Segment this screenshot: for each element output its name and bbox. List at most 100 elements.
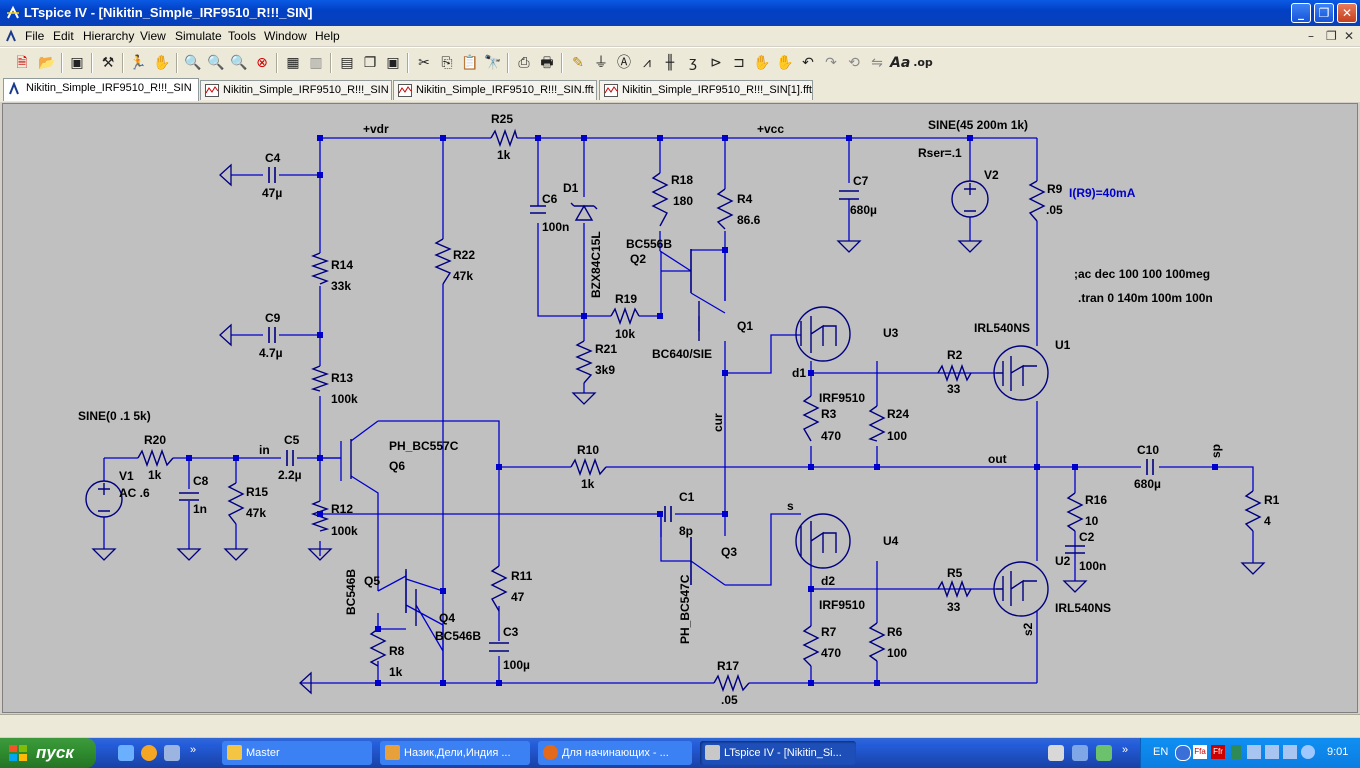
c2-value: 100n: [1079, 559, 1107, 573]
menu-simulate[interactable]: Simulate: [175, 29, 222, 43]
tab-label: Nikitin_Simple_IRF9510_R!!!_SIN[1].fft: [622, 84, 812, 96]
tab-label: Nikitin_Simple_IRF9510_R!!!_SIN.fft: [416, 84, 594, 96]
tray-app-icon[interactable]: [1048, 745, 1064, 761]
task-master[interactable]: Master: [222, 741, 372, 765]
pan-icon[interactable]: 🔍: [207, 55, 225, 71]
resistor-symbols: [137, 128, 1262, 693]
draw-wire-icon[interactable]: ✎: [572, 55, 584, 71]
tray-security-icon[interactable]: [1096, 745, 1112, 761]
ac-directive: ;ac dec 100 100 100meg: [1074, 267, 1211, 281]
menu-file[interactable]: File: [25, 29, 45, 43]
diode-icon[interactable]: ⊳: [710, 55, 722, 71]
tile-horizontal-icon[interactable]: ▤: [340, 55, 354, 71]
tab-waveform-1[interactable]: Nikitin_Simple_IRF9510_R!!!_SIN: [200, 80, 392, 100]
capacitor-icon[interactable]: ╫: [665, 55, 675, 71]
r15-value: 47k: [246, 506, 267, 520]
u2-ref: U2: [1055, 554, 1071, 568]
tab-waveform-fft-1[interactable]: Nikitin_Simple_IRF9510_R!!!_SIN[1].fft: [599, 80, 813, 100]
menu-view[interactable]: View: [140, 29, 166, 43]
autorange-icon[interactable]: ▦: [286, 55, 300, 71]
minimize-button[interactable]: _: [1291, 3, 1311, 23]
open-icon[interactable]: 📂: [38, 55, 56, 71]
resistor-icon[interactable]: ⩘: [643, 55, 651, 71]
waveform-icon[interactable]: ▥: [309, 55, 323, 71]
r8-value: 1k: [389, 665, 403, 679]
folder-icon: [227, 745, 242, 760]
print-setup-icon[interactable]: ⎙: [518, 55, 530, 71]
task-browser[interactable]: Для начинающих - ...: [538, 741, 692, 765]
tran-directive: .tran 0 140m 100m 100n: [1078, 291, 1213, 305]
task-document[interactable]: Назик,Дели,Индия ...: [380, 741, 530, 765]
quicklaunch-browser-icon[interactable]: [118, 745, 134, 761]
title-bar: LTspice IV - [Nikitin_Simple_IRF9510_R!!…: [0, 0, 1360, 26]
menu-window[interactable]: Window: [264, 29, 307, 43]
menu-bar: File Edit Hierarchy View Simulate Tools …: [0, 26, 1360, 46]
redo-icon[interactable]: ↷: [825, 55, 837, 71]
ffa-icon[interactable]: Ffa: [1193, 745, 1207, 759]
language-indicator[interactable]: EN: [1153, 746, 1169, 758]
tile-icon[interactable]: ▣: [386, 55, 400, 71]
ground-icon[interactable]: ⏚: [594, 55, 608, 71]
restore-button[interactable]: ❐: [1314, 3, 1334, 23]
r11-ref: R11: [511, 569, 533, 583]
menu-tools[interactable]: Tools: [228, 29, 257, 43]
start-button[interactable]: пуск: [0, 738, 96, 768]
run-icon[interactable]: 🏃: [129, 55, 147, 71]
schematic-canvas[interactable]: +vdr +vcc SINE(45 200m 1k) Rser=.1 V2 I(…: [2, 103, 1358, 713]
drag-icon[interactable]: ✋: [776, 55, 794, 71]
back-arrow-icon[interactable]: [1175, 745, 1191, 761]
tray-chart-icon[interactable]: [1231, 745, 1241, 759]
mdi-minimize-icon[interactable]: –: [1308, 29, 1314, 43]
print-icon[interactable]: 🖶: [540, 55, 554, 71]
new-schematic-icon[interactable]: 🗎: [16, 55, 28, 71]
menu-edit[interactable]: Edit: [53, 29, 74, 43]
r4-ref: R4: [737, 192, 753, 206]
mirror-icon[interactable]: ⇋: [871, 55, 883, 71]
windows-flag-icon: [9, 745, 27, 761]
copy-icon[interactable]: ⎘: [441, 55, 453, 71]
control-panel-icon[interactable]: ⚒: [101, 55, 115, 71]
zoom-fit-icon[interactable]: ⊗: [256, 55, 268, 71]
spice-directive-icon[interactable]: .op: [913, 56, 933, 69]
c3-value: 100µ: [503, 658, 530, 672]
schematic-icon[interactable]: [5, 29, 19, 43]
task-ltspice[interactable]: LTspice IV - [Nikitin_Si...: [700, 741, 856, 765]
find-icon[interactable]: 🔭: [484, 55, 502, 71]
quicklaunch-more-icon[interactable]: »: [190, 744, 197, 756]
r6-ref: R6: [887, 625, 903, 639]
paste-icon[interactable]: 📋: [461, 55, 479, 71]
inductor-icon[interactable]: ʒ: [688, 55, 698, 71]
quicklaunch-info-icon[interactable]: [141, 745, 157, 761]
label-net-icon[interactable]: Ⓐ: [617, 55, 631, 71]
quicklaunch-app-icon[interactable]: [164, 745, 180, 761]
ffr-icon[interactable]: Ffr: [1211, 745, 1225, 759]
c7-value: 680µ: [850, 203, 877, 217]
tray-speaker-icon[interactable]: [1301, 745, 1315, 759]
tab-waveform-fft[interactable]: Nikitin_Simple_IRF9510_R!!!_SIN.fft: [393, 80, 597, 100]
halt-icon[interactable]: ✋: [153, 55, 171, 71]
tray-display-icon[interactable]: [1247, 745, 1261, 759]
mdi-restore-icon[interactable]: ❐: [1326, 29, 1337, 43]
close-button[interactable]: ✕: [1337, 3, 1357, 23]
cut-icon[interactable]: ✂: [418, 55, 430, 71]
component-icon[interactable]: ⊐: [733, 55, 745, 71]
u1-ref: U1: [1055, 338, 1071, 352]
rotate-icon[interactable]: ⟲: [848, 55, 860, 71]
menu-help[interactable]: Help: [315, 29, 340, 43]
tab-schematic[interactable]: Nikitin_Simple_IRF9510_R!!!_SIN: [3, 78, 199, 101]
zoom-in-icon[interactable]: 🔍: [184, 55, 202, 71]
text-icon[interactable]: Aa: [890, 55, 911, 71]
zoom-out-icon[interactable]: 🔍: [230, 55, 248, 71]
clock[interactable]: 9:01: [1327, 746, 1349, 758]
undo-icon[interactable]: ↶: [802, 55, 814, 71]
tray-display2-icon[interactable]: [1265, 745, 1279, 759]
mdi-close-icon[interactable]: ✕: [1344, 29, 1355, 43]
zener-diode-symbol: [570, 202, 598, 221]
menu-hierarchy[interactable]: Hierarchy: [83, 29, 135, 43]
tray-network-icon[interactable]: [1072, 745, 1088, 761]
cascade-icon[interactable]: ❐: [363, 55, 377, 71]
tray-display3-icon[interactable]: [1283, 745, 1297, 759]
tray-more-icon[interactable]: »: [1122, 744, 1129, 756]
save-icon[interactable]: ▣: [70, 55, 84, 71]
move-icon[interactable]: ✋: [753, 55, 771, 71]
